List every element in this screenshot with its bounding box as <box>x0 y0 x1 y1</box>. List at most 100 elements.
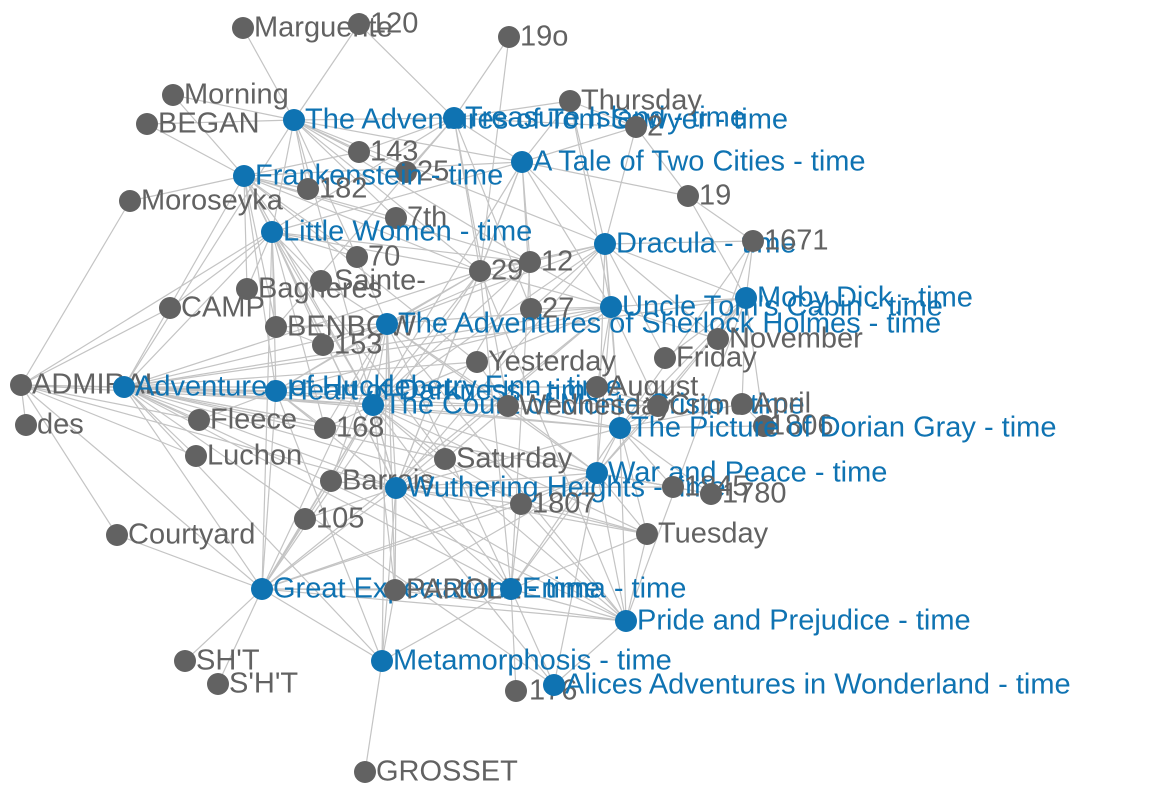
node-dot[interactable] <box>185 445 207 467</box>
node-dot[interactable] <box>385 207 407 229</box>
node-dot[interactable] <box>466 351 488 373</box>
node-dot[interactable] <box>232 17 254 39</box>
node-n70[interactable]: 70 <box>346 241 400 273</box>
node-dot[interactable] <box>283 109 305 131</box>
node-pride[interactable]: Pride and Prejudice - time <box>615 605 971 637</box>
node-uncletom[interactable]: Uncle Tom's Cabin - time <box>600 291 943 323</box>
node-greatexp[interactable]: Great Expectations - time <box>251 573 600 605</box>
node-dot[interactable] <box>753 415 775 437</box>
node-dot[interactable] <box>654 347 676 369</box>
node-dot[interactable] <box>600 296 622 318</box>
node-fleece[interactable]: Fleece <box>188 404 297 436</box>
node-thursday[interactable]: Thursday <box>559 85 702 117</box>
node-dot[interactable] <box>113 376 135 398</box>
node-morning[interactable]: Morning <box>162 79 289 111</box>
node-dot[interactable] <box>348 141 370 163</box>
node-dot[interactable] <box>385 477 407 499</box>
node-dot[interactable] <box>207 673 229 695</box>
node-dracula[interactable]: Dracula - time <box>594 228 797 260</box>
node-n182[interactable]: 182 <box>297 173 367 205</box>
node-n105[interactable]: 105 <box>294 503 364 535</box>
node-dot[interactable] <box>174 650 196 672</box>
node-dot[interactable] <box>162 84 184 106</box>
node-n168[interactable]: 168 <box>314 412 384 444</box>
node-n120[interactable]: 120 <box>348 8 418 40</box>
node-dot[interactable] <box>261 221 283 243</box>
node-sht1[interactable]: SH'T <box>174 645 260 677</box>
node-dot[interactable] <box>731 393 753 415</box>
node-alice[interactable]: Alices Adventures in Wonderland - time <box>543 669 1071 701</box>
node-november[interactable]: November <box>707 323 863 355</box>
node-bagneres[interactable]: Bagneres <box>236 273 382 305</box>
node-dot[interactable] <box>510 493 532 515</box>
node-wednesday[interactable]: Wednesday <box>497 390 672 422</box>
node-dot[interactable] <box>320 470 342 492</box>
node-dot[interactable] <box>543 674 565 696</box>
node-dot[interactable] <box>362 394 384 416</box>
node-n25[interactable]: 25 <box>395 156 449 188</box>
node-n176[interactable]: 176 <box>505 675 577 707</box>
node-n153[interactable]: 153 <box>312 329 382 361</box>
node-dot[interactable] <box>348 13 370 35</box>
node-dot[interactable] <box>594 233 616 255</box>
node-saturday[interactable]: Saturday <box>434 443 573 475</box>
node-dot[interactable] <box>625 116 647 138</box>
node-n1806[interactable]: 1806 <box>753 410 834 442</box>
node-friday[interactable]: Friday <box>654 342 757 374</box>
node-tuesday[interactable]: Tuesday <box>636 518 769 550</box>
node-dot[interactable] <box>520 298 542 320</box>
node-n1807[interactable]: 1807 <box>510 488 597 520</box>
node-metamorphosis[interactable]: Metamorphosis - time <box>371 645 672 677</box>
node-littlewomen[interactable]: Little Women - time <box>261 216 532 248</box>
node-n19[interactable]: 19 <box>677 180 731 212</box>
node-dot[interactable] <box>707 328 729 350</box>
node-dot[interactable] <box>136 113 158 135</box>
node-dot[interactable] <box>395 161 417 183</box>
node-dot[interactable] <box>233 165 255 187</box>
node-dot[interactable] <box>700 483 722 505</box>
node-dot[interactable] <box>609 417 631 439</box>
node-n1780[interactable]: 1780 <box>700 478 787 510</box>
node-dot[interactable] <box>376 313 398 335</box>
node-dot[interactable] <box>742 230 764 252</box>
node-dot[interactable] <box>497 395 519 417</box>
node-benbow[interactable]: BENBOW <box>265 311 417 343</box>
node-dot[interactable] <box>310 270 332 292</box>
node-dot[interactable] <box>251 578 273 600</box>
node-april[interactable]: April <box>731 388 811 420</box>
node-dot[interactable] <box>511 151 533 173</box>
node-sherlock[interactable]: The Adventures of Sherlock Holmes - time <box>376 308 941 340</box>
node-dot[interactable] <box>119 190 141 212</box>
node-sainte[interactable]: Sainte- <box>310 265 426 297</box>
node-frankenstein[interactable]: Frankenstein - time <box>233 160 503 192</box>
node-luchon[interactable]: Luchon <box>185 440 302 472</box>
node-dot[interactable] <box>559 90 581 112</box>
node-dot[interactable] <box>735 287 757 309</box>
node-dot[interactable] <box>434 448 456 470</box>
node-yesterday[interactable]: Yesterday <box>466 346 616 378</box>
node-courtyard[interactable]: Courtyard <box>106 519 255 551</box>
node-dot[interactable] <box>662 476 684 498</box>
node-dot[interactable] <box>636 523 658 545</box>
node-dot[interactable] <box>15 414 37 436</box>
node-dot[interactable] <box>236 278 258 300</box>
node-dot[interactable] <box>188 409 210 431</box>
node-tom[interactable]: The Adventures of Tom Sawyer - time <box>283 104 788 136</box>
node-n29[interactable]: 29 <box>469 255 523 287</box>
node-marguerite[interactable]: Marguerite <box>232 12 393 44</box>
node-warpeace[interactable]: War and Peace - time <box>586 457 887 489</box>
node-heart[interactable]: Heart of Darkness - time <box>265 375 601 407</box>
node-dot[interactable] <box>294 508 316 530</box>
node-grosset[interactable]: GROSSET <box>354 756 518 786</box>
node-dot[interactable] <box>469 260 491 282</box>
node-dot[interactable] <box>519 251 541 273</box>
node-dot[interactable] <box>371 650 393 672</box>
node-dot[interactable] <box>615 610 637 632</box>
node-dot[interactable] <box>312 334 334 356</box>
node-began[interactable]: BEGAN <box>136 108 260 140</box>
node-dot[interactable] <box>297 178 319 200</box>
node-dot[interactable] <box>354 761 376 783</box>
node-dot[interactable] <box>505 680 527 702</box>
node-n27[interactable]: 27 <box>520 293 574 325</box>
node-dot[interactable] <box>10 374 32 396</box>
